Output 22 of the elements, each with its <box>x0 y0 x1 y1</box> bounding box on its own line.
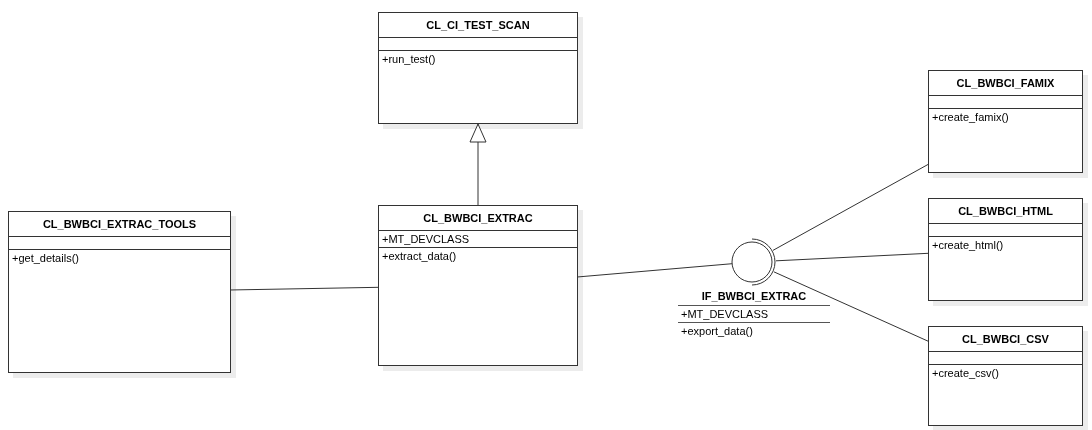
method-text: +create_csv() <box>932 367 1000 379</box>
class-name: CL_CI_TEST_SCAN <box>379 13 577 38</box>
method-text: +extract_data() <box>382 250 458 262</box>
class-name: CL_BWBCI_FAMIX <box>929 71 1082 96</box>
class-name: CL_BWBCI_CSV <box>929 327 1082 352</box>
interface-name: IF_BWBCI_EXTRAC <box>678 288 830 306</box>
method-text: +run_test() <box>382 53 437 65</box>
inheritance-arrow <box>469 123 487 206</box>
method-text: +create_html() <box>932 239 1005 251</box>
association-line <box>773 271 929 342</box>
association-line <box>230 286 379 291</box>
attribute-text: +MT_DEVCLASS <box>382 233 471 245</box>
class-name: CL_BWBCI_EXTRAC <box>379 206 577 231</box>
attribute-text: +MT_DEVCLASS <box>681 308 770 320</box>
method-text: +export_data() <box>681 325 754 337</box>
method-text: +create_famix() <box>932 111 1010 123</box>
association-line <box>775 252 929 262</box>
class-name: CL_BWBCI_EXTRAC_TOOLS <box>9 212 230 237</box>
method-text: +get_details() <box>12 252 80 264</box>
association-line <box>577 263 733 278</box>
class-name: CL_BWBCI_HTML <box>929 199 1082 224</box>
association-line <box>772 163 929 251</box>
